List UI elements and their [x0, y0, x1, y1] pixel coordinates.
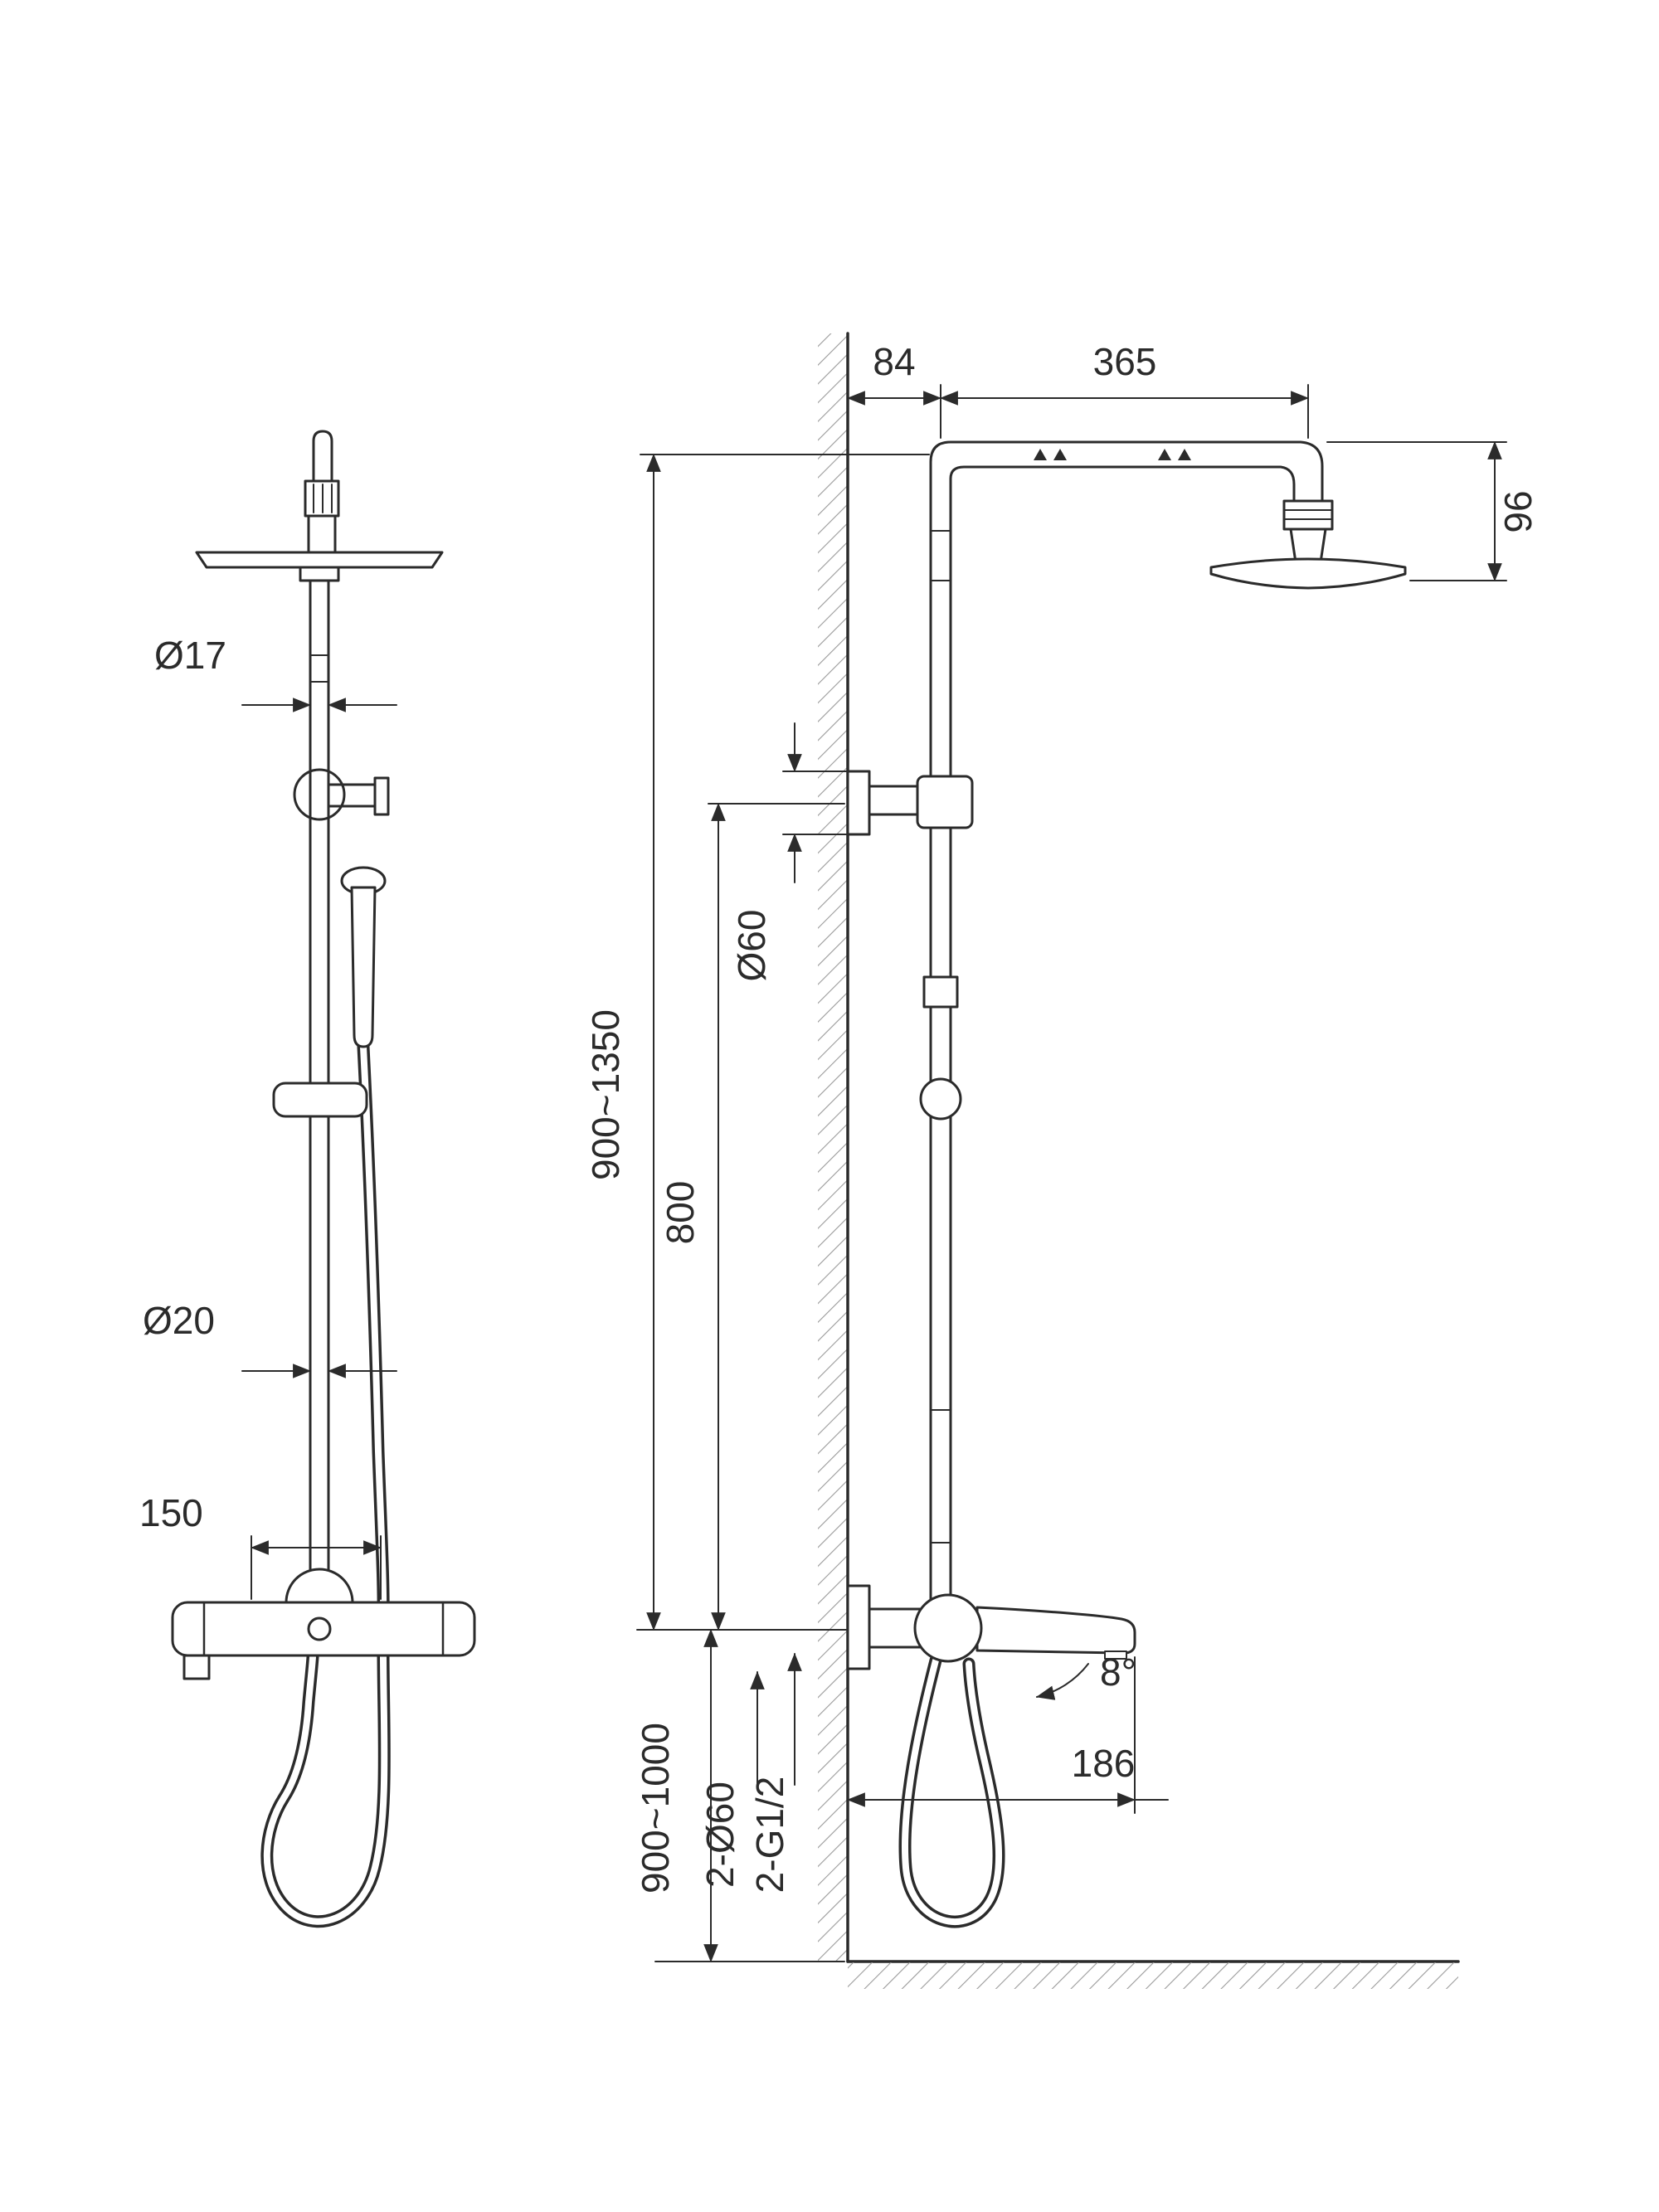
- dim-label-186: 186: [1072, 1742, 1136, 1785]
- riser-pipe-joints: [309, 654, 329, 683]
- riser-coupling: [922, 975, 959, 1009]
- riser-arm-inner: [949, 465, 1296, 1607]
- bracket-clamp: [916, 775, 974, 829]
- floor-hatch: [848, 1962, 1458, 1989]
- dimensions: Ø17 Ø20 150 84 365 96 900~1350 800: [139, 340, 1540, 1963]
- mixer-center-cap: [307, 1616, 332, 1641]
- head-stem-taper: [1289, 527, 1327, 564]
- dim-label-900-1350: 900~1350: [584, 1009, 627, 1180]
- wall-hatch: [818, 333, 848, 1962]
- dim-label-84: 84: [873, 340, 915, 383]
- dim-label-150: 150: [139, 1491, 203, 1534]
- dim-label-900-1000: 900~1000: [634, 1723, 677, 1894]
- slider-clamp-front: [272, 1082, 368, 1118]
- handshower-handle-front: [350, 886, 377, 1048]
- mixer-spout: [975, 1606, 1136, 1655]
- front-view: [171, 430, 476, 1928]
- wall-bracket-flange-front: [293, 768, 346, 821]
- mixer-body-side: [913, 1593, 983, 1663]
- dim-8deg-arc: [1035, 1663, 1089, 1700]
- mixer-left-stub: [182, 1654, 211, 1680]
- diverter-cap: [312, 430, 333, 483]
- side-view: [818, 332, 1460, 1989]
- hose-side-inner: [902, 1657, 1003, 1925]
- dim-label-2g12: 2-G1/2: [748, 1777, 791, 1894]
- overhead-shower-edge: [195, 551, 444, 569]
- bracket-flange: [846, 770, 871, 836]
- riser-arm-outer: [929, 440, 1324, 1607]
- diverter-knurl-ridges: [313, 484, 333, 513]
- riser-joint-ticks: [930, 530, 951, 1544]
- dim-label-8deg: 8°: [1100, 1650, 1136, 1694]
- hose-side-outer: [898, 1654, 1005, 1928]
- mixer-connector-lines: [868, 1607, 922, 1649]
- elbow-nut-lines: [1283, 509, 1333, 520]
- overhead-shower-boss: [299, 566, 340, 582]
- head-collar: [307, 514, 337, 554]
- mixer-dome-front: [285, 1568, 354, 1604]
- hose-front-inner: [263, 1043, 388, 1925]
- dim-label-dia60: Ø60: [730, 910, 773, 982]
- dim-label-96: 96: [1496, 490, 1540, 532]
- dim-label-dia20: Ø20: [143, 1299, 215, 1342]
- dim-label-365: 365: [1093, 340, 1157, 383]
- arm-spray-nubs: [1034, 449, 1191, 460]
- elbow-nut: [1282, 499, 1334, 531]
- mixer-flange-side: [846, 1584, 871, 1670]
- dim-label-800: 800: [659, 1181, 702, 1245]
- overhead-shower-side: [1209, 557, 1407, 590]
- handshower-holder-block: [373, 776, 390, 816]
- mixer-endcaps-front: [202, 1601, 445, 1657]
- spout-aerator: [1104, 1650, 1127, 1660]
- slider-knob-side: [919, 1077, 962, 1121]
- dim-label-dia17: Ø17: [154, 634, 226, 677]
- dim-label-2dia60: 2-Ø60: [698, 1782, 742, 1888]
- handshower-holder-arm: [327, 783, 377, 808]
